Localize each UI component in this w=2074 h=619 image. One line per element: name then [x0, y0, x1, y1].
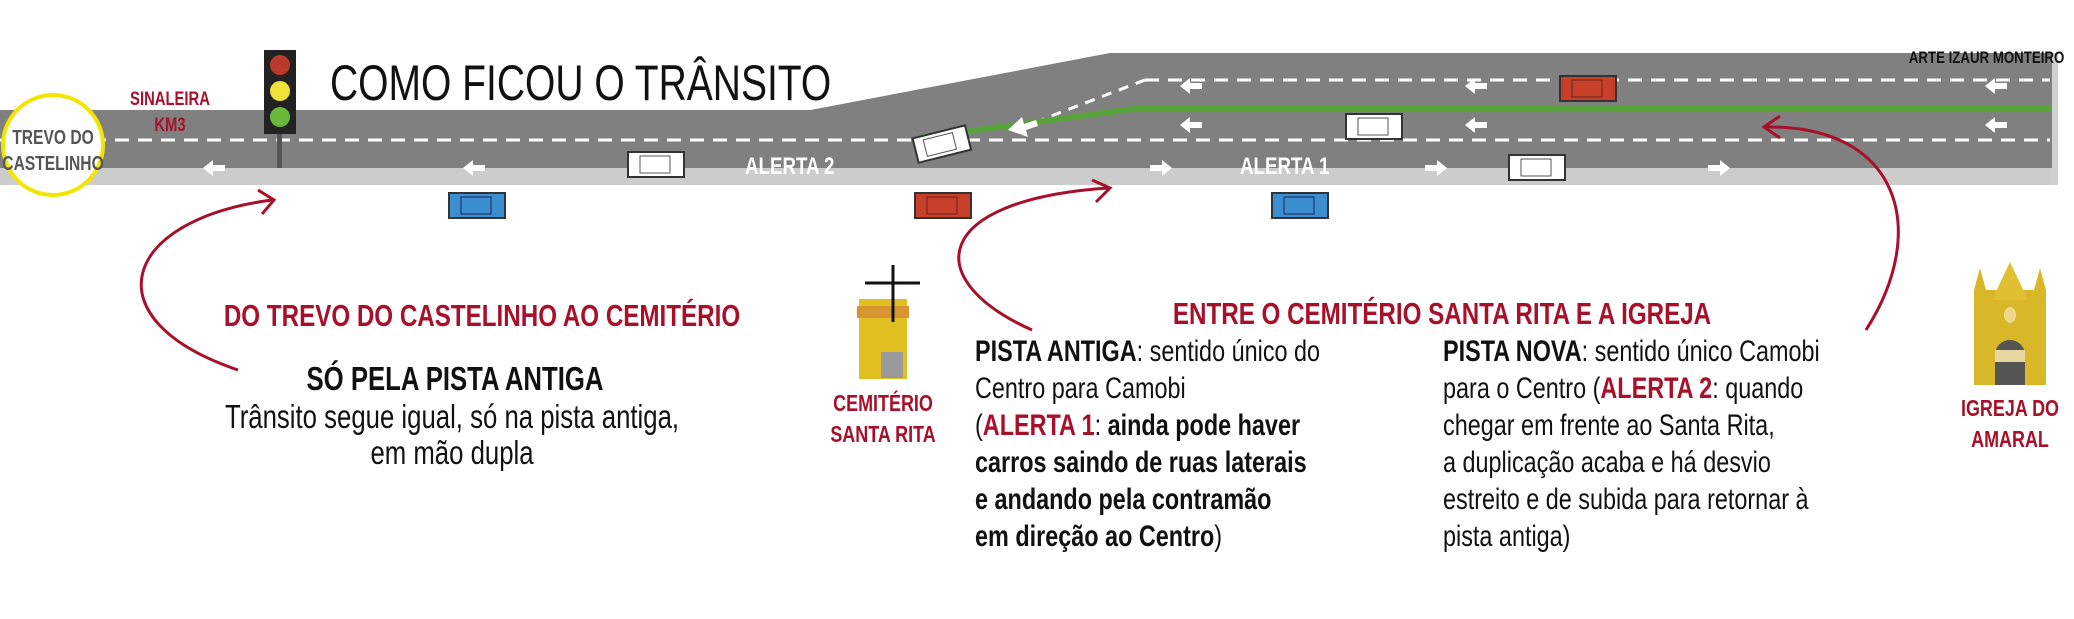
car-white: [1345, 113, 1403, 140]
car-white: [627, 151, 685, 178]
car-blue: [1271, 192, 1329, 219]
green-median: [917, 105, 2052, 141]
section-1-line: Trânsito segue igual, só na pista antiga…: [224, 398, 680, 435]
section-1-subheading: SÓ PELA PISTA ANTIGA: [306, 360, 604, 397]
new-lane-description: PISTA NOVA: sentido único Camobi para o …: [1443, 333, 1820, 555]
old-lane-label: PISTA ANTIGA: [975, 335, 1137, 368]
car-red: [914, 192, 972, 219]
text: :: [1094, 409, 1108, 442]
alert-2-label: ALERTA 2: [745, 153, 835, 180]
traffic-light-icon: [264, 50, 296, 168]
pointer-arrows: [139, 114, 1900, 372]
church-label: IGREJA DO: [1960, 395, 2060, 421]
text: carros saindo de ruas laterais: [975, 446, 1307, 479]
text: e andando pela contramão: [975, 483, 1272, 516]
text: estreito e de subida para retornar à: [1443, 483, 1809, 516]
old-lane-description: PISTA ANTIGA: sentido único do Centro pa…: [975, 333, 1320, 555]
church-icon: [1974, 262, 2046, 385]
roundabout: [1, 93, 105, 197]
text: em direção ao Centro: [975, 520, 1215, 553]
church-label: AMARAL: [1971, 426, 2049, 452]
roundabout-label: CASTELINHO: [2, 153, 104, 175]
text: : sentido único do: [1136, 335, 1321, 368]
car-white: [911, 124, 973, 164]
new-road: [800, 53, 2052, 112]
text: ainda pode haver: [1107, 409, 1301, 442]
roundabout-label: TREVO DO: [12, 127, 94, 149]
page-title: COMO FICOU O TRÂNSITO: [330, 55, 832, 111]
text: : sentido único Camobi: [1581, 335, 1820, 368]
section-1-line: em mão dupla: [370, 434, 534, 471]
text: : quando: [1712, 372, 1804, 405]
road-shoulder: [0, 166, 2058, 185]
text: (: [975, 409, 983, 442]
cemetery-label: SANTA RITA: [830, 421, 936, 447]
text: para o Centro (: [1443, 372, 1601, 405]
detour-arrow-icon: [1008, 117, 1038, 137]
alert-2-tag: ALERTA 2: [1600, 372, 1713, 405]
traffic-light-label: SINALEIRA: [130, 89, 210, 110]
alert-1-label: ALERTA 1: [1240, 153, 1330, 180]
alert-1-tag: ALERTA 1: [982, 409, 1095, 442]
text: pista antiga): [1443, 520, 1571, 553]
text: ): [1214, 520, 1223, 553]
new-lane-label: PISTA NOVA: [1443, 335, 1582, 368]
credit: ARTE IZAUR MONTEIRO: [1908, 48, 2064, 67]
text: Centro para Camobi: [975, 372, 1186, 405]
text: a duplicação acaba e há desvio: [1443, 446, 1771, 479]
text: chegar em frente ao Santa Rita,: [1443, 409, 1775, 442]
cemetery-label: CEMITÉRIO: [833, 390, 933, 416]
car-red: [1559, 75, 1617, 102]
traffic-light-label: KM3: [154, 115, 186, 136]
section-1-heading: DO TREVO DO CASTELINHO AO CEMITÉRIO: [223, 298, 741, 333]
car-blue: [448, 192, 506, 219]
car-white: [1508, 154, 1566, 181]
section-2-heading: ENTRE O CEMITÉRIO SANTA RITA E A IGREJA: [1172, 296, 1712, 331]
cemetery-icon: [857, 265, 920, 379]
